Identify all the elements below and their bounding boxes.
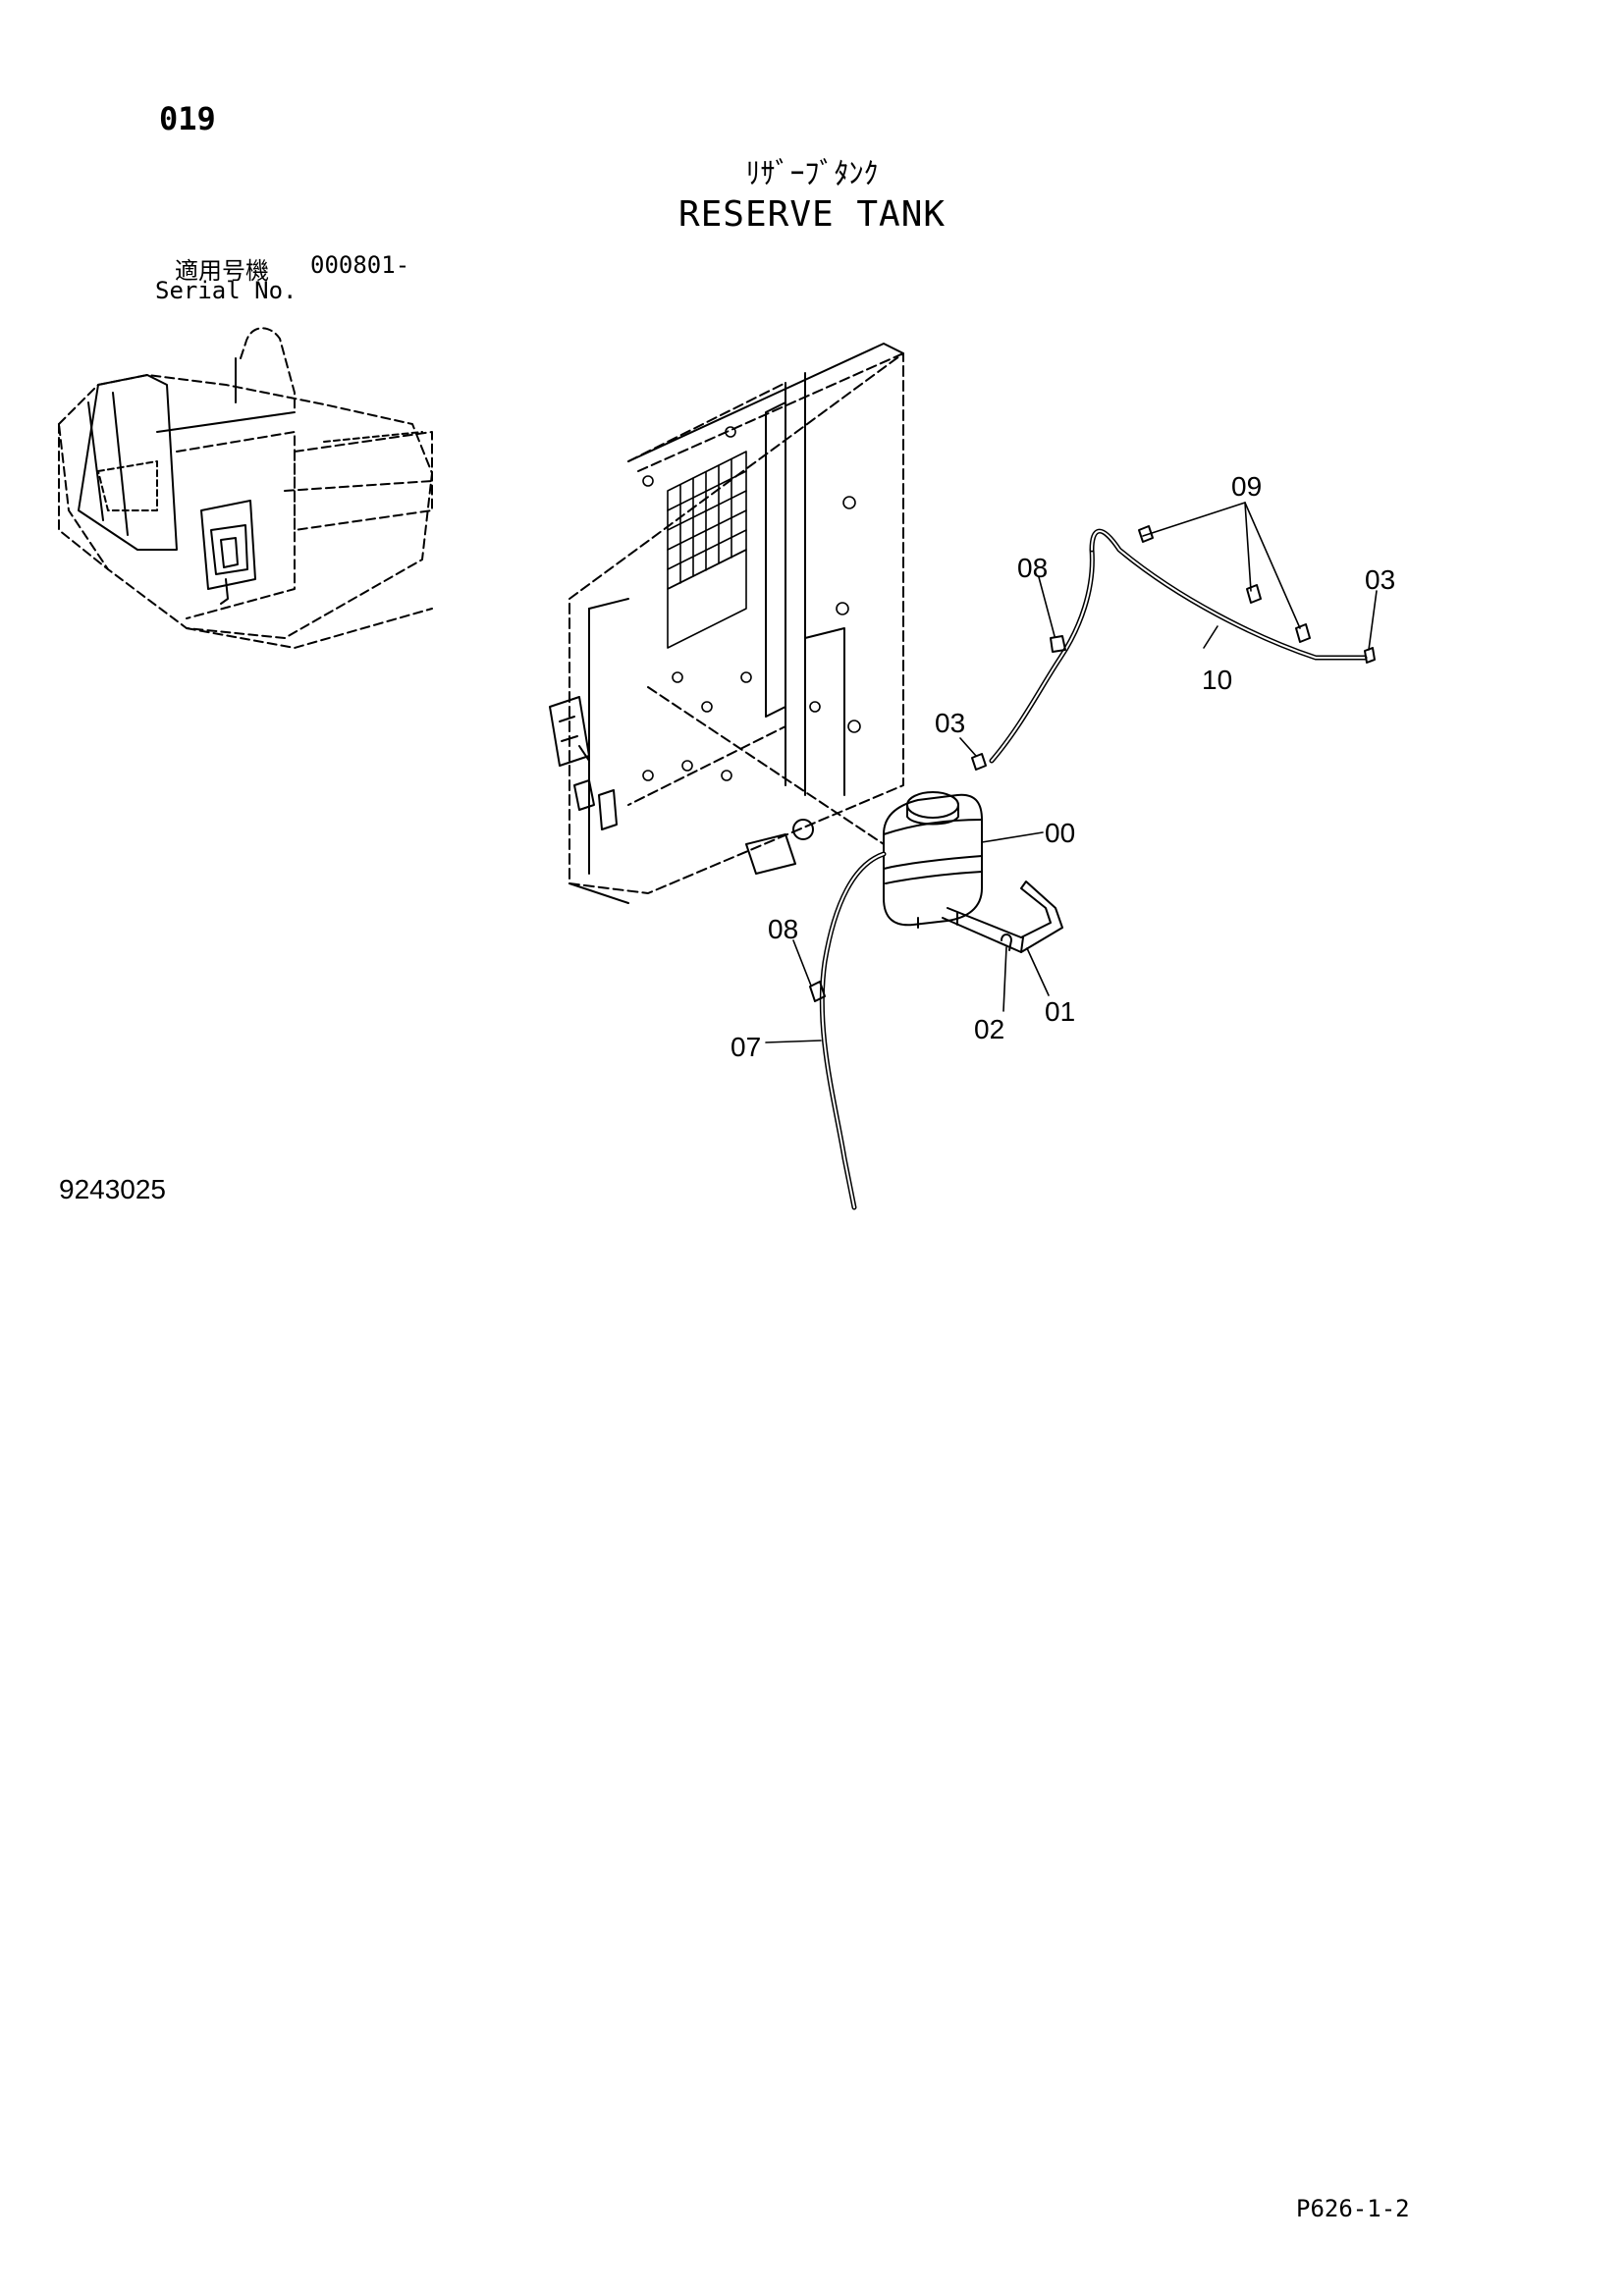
page-reference: P626-1-2	[1296, 2195, 1410, 2222]
callout-02: 02	[974, 1014, 1004, 1044]
figure-number: 9243025	[59, 1174, 167, 1204]
frame-holes	[642, 426, 861, 781]
callout-10: 10	[1202, 665, 1232, 695]
serial-label-japanese: 適用号機	[175, 257, 269, 285]
tank-bracket	[942, 881, 1063, 953]
serial-range: 000801-	[310, 251, 410, 279]
page-number: 019	[159, 100, 216, 137]
title-english: RESERVE TANK	[677, 194, 947, 235]
callout-09: 09	[1231, 471, 1262, 502]
callout-03-right: 03	[1365, 564, 1395, 595]
leader-lines	[765, 502, 1378, 1043]
frame-panel	[549, 343, 904, 904]
callout-08-bottom: 08	[768, 914, 798, 944]
hoses	[819, 528, 1368, 1210]
frame-grille	[667, 451, 747, 649]
callout-00: 00	[1045, 818, 1075, 848]
callout-07: 07	[731, 1032, 761, 1062]
title-japanese: ﾘｻﾞｰﾌﾞﾀﾝｸ	[745, 157, 879, 191]
callout-01: 01	[1045, 996, 1075, 1027]
clamps	[809, 525, 1376, 1002]
machine-overview	[58, 327, 433, 649]
reserve-tank	[883, 791, 983, 929]
callout-03-mid: 03	[935, 708, 965, 738]
callout-08-top: 08	[1017, 553, 1048, 583]
serial-label-english: Serial No.	[155, 277, 298, 304]
callout-labels: 09 08 03 10 03 00 08 02 01 07	[731, 471, 1395, 1062]
